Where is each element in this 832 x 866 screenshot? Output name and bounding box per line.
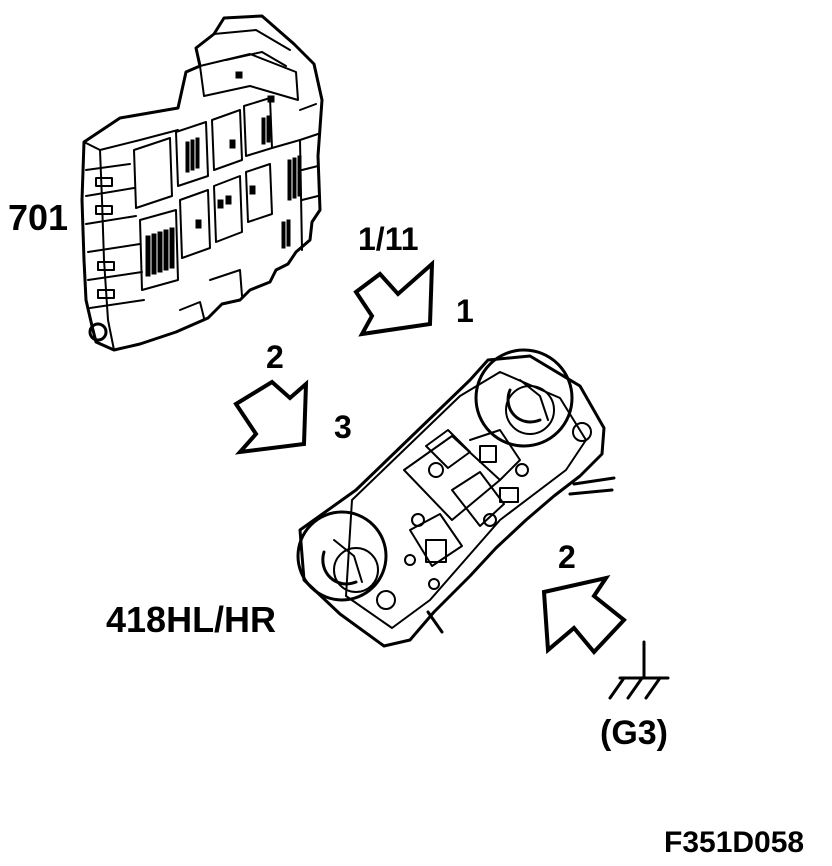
ground-icon: [608, 640, 670, 700]
connector-1-11-label: 1/11: [358, 221, 419, 257]
lamp-418-label: 418HL/HR: [106, 599, 276, 640]
connector-arrow-1-11: [353, 259, 435, 337]
connector-2-lower-label: 2: [558, 539, 576, 575]
pin-1-label: 1: [456, 293, 474, 329]
figure-code-label: F351D058: [664, 826, 804, 859]
connector-2-upper-label: 2: [266, 339, 284, 375]
ground-g3-label: (G3): [600, 714, 668, 752]
module-701-label: 701: [8, 197, 68, 238]
pin-3-label: 3: [334, 409, 352, 445]
central-electronic-module-icon: [80, 14, 324, 352]
rear-lamp-holder-icon: [296, 348, 616, 648]
connector-arrow-2-3: [233, 379, 309, 455]
connector-arrow-2-ground: [541, 574, 627, 656]
